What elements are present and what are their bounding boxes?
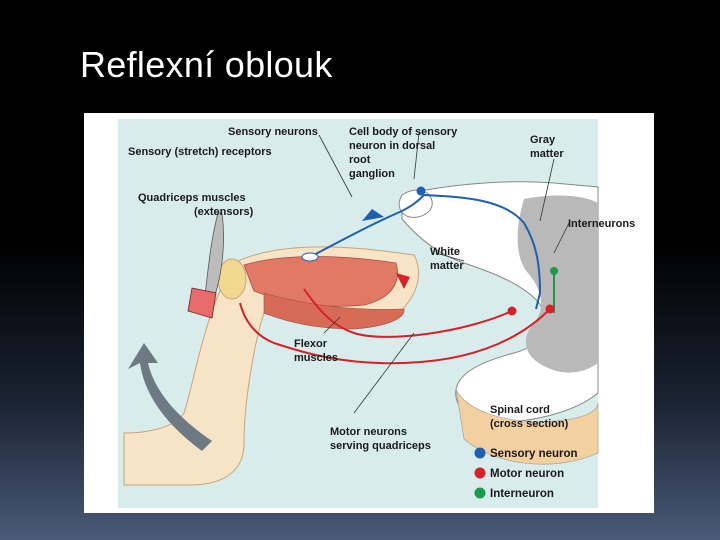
label-gray-2: matter [530,148,564,160]
label-white-1: White [430,246,460,258]
label-quadriceps-2: (extensors) [194,206,254,218]
label-cell-body-2: neuron in dorsal [349,140,435,152]
label-gray-1: Gray [530,134,556,146]
legend-dot-interneuron [475,488,486,499]
legend-label-sensory: Sensory neuron [490,448,578,460]
label-cell-body-3: root [349,154,371,166]
motor-cell-body-2 [546,305,555,314]
sensory-cell-body [417,187,426,196]
label-spinal-1: Spinal cord [490,404,550,416]
label-cell-body-4: ganglion [349,168,395,180]
label-motor-2: serving quadriceps [330,440,431,452]
label-quadriceps-1: Quadriceps muscles [138,192,246,204]
figure-frame: Sensory neurons Sensory (stretch) recept… [84,113,654,513]
label-sensory-receptors: Sensory (stretch) receptors [128,146,272,158]
legend-dot-sensory [475,448,486,459]
knee-cap [218,259,246,299]
label-sensory-neurons: Sensory neurons [228,126,318,138]
label-white-2: matter [430,260,464,272]
label-cell-body-1: Cell body of sensory [349,126,458,138]
stretch-receptor [302,253,318,261]
legend-label-motor: Motor neuron [490,468,564,480]
label-motor-1: Motor neurons [330,426,407,438]
label-interneurons: Interneurons [568,218,635,230]
slide-title: Reflexní oblouk [80,44,333,86]
label-flexor-2: muscles [294,352,338,364]
legend-label-interneuron: Interneuron [490,488,554,500]
legend-dot-motor [475,468,486,479]
motor-cell-body-1 [508,307,517,316]
interneuron-cell-body [550,267,558,275]
label-flexor-1: Flexor [294,338,328,350]
reflex-arc-diagram: Sensory neurons Sensory (stretch) recept… [84,113,654,513]
label-spinal-2: (cross section) [490,418,569,430]
